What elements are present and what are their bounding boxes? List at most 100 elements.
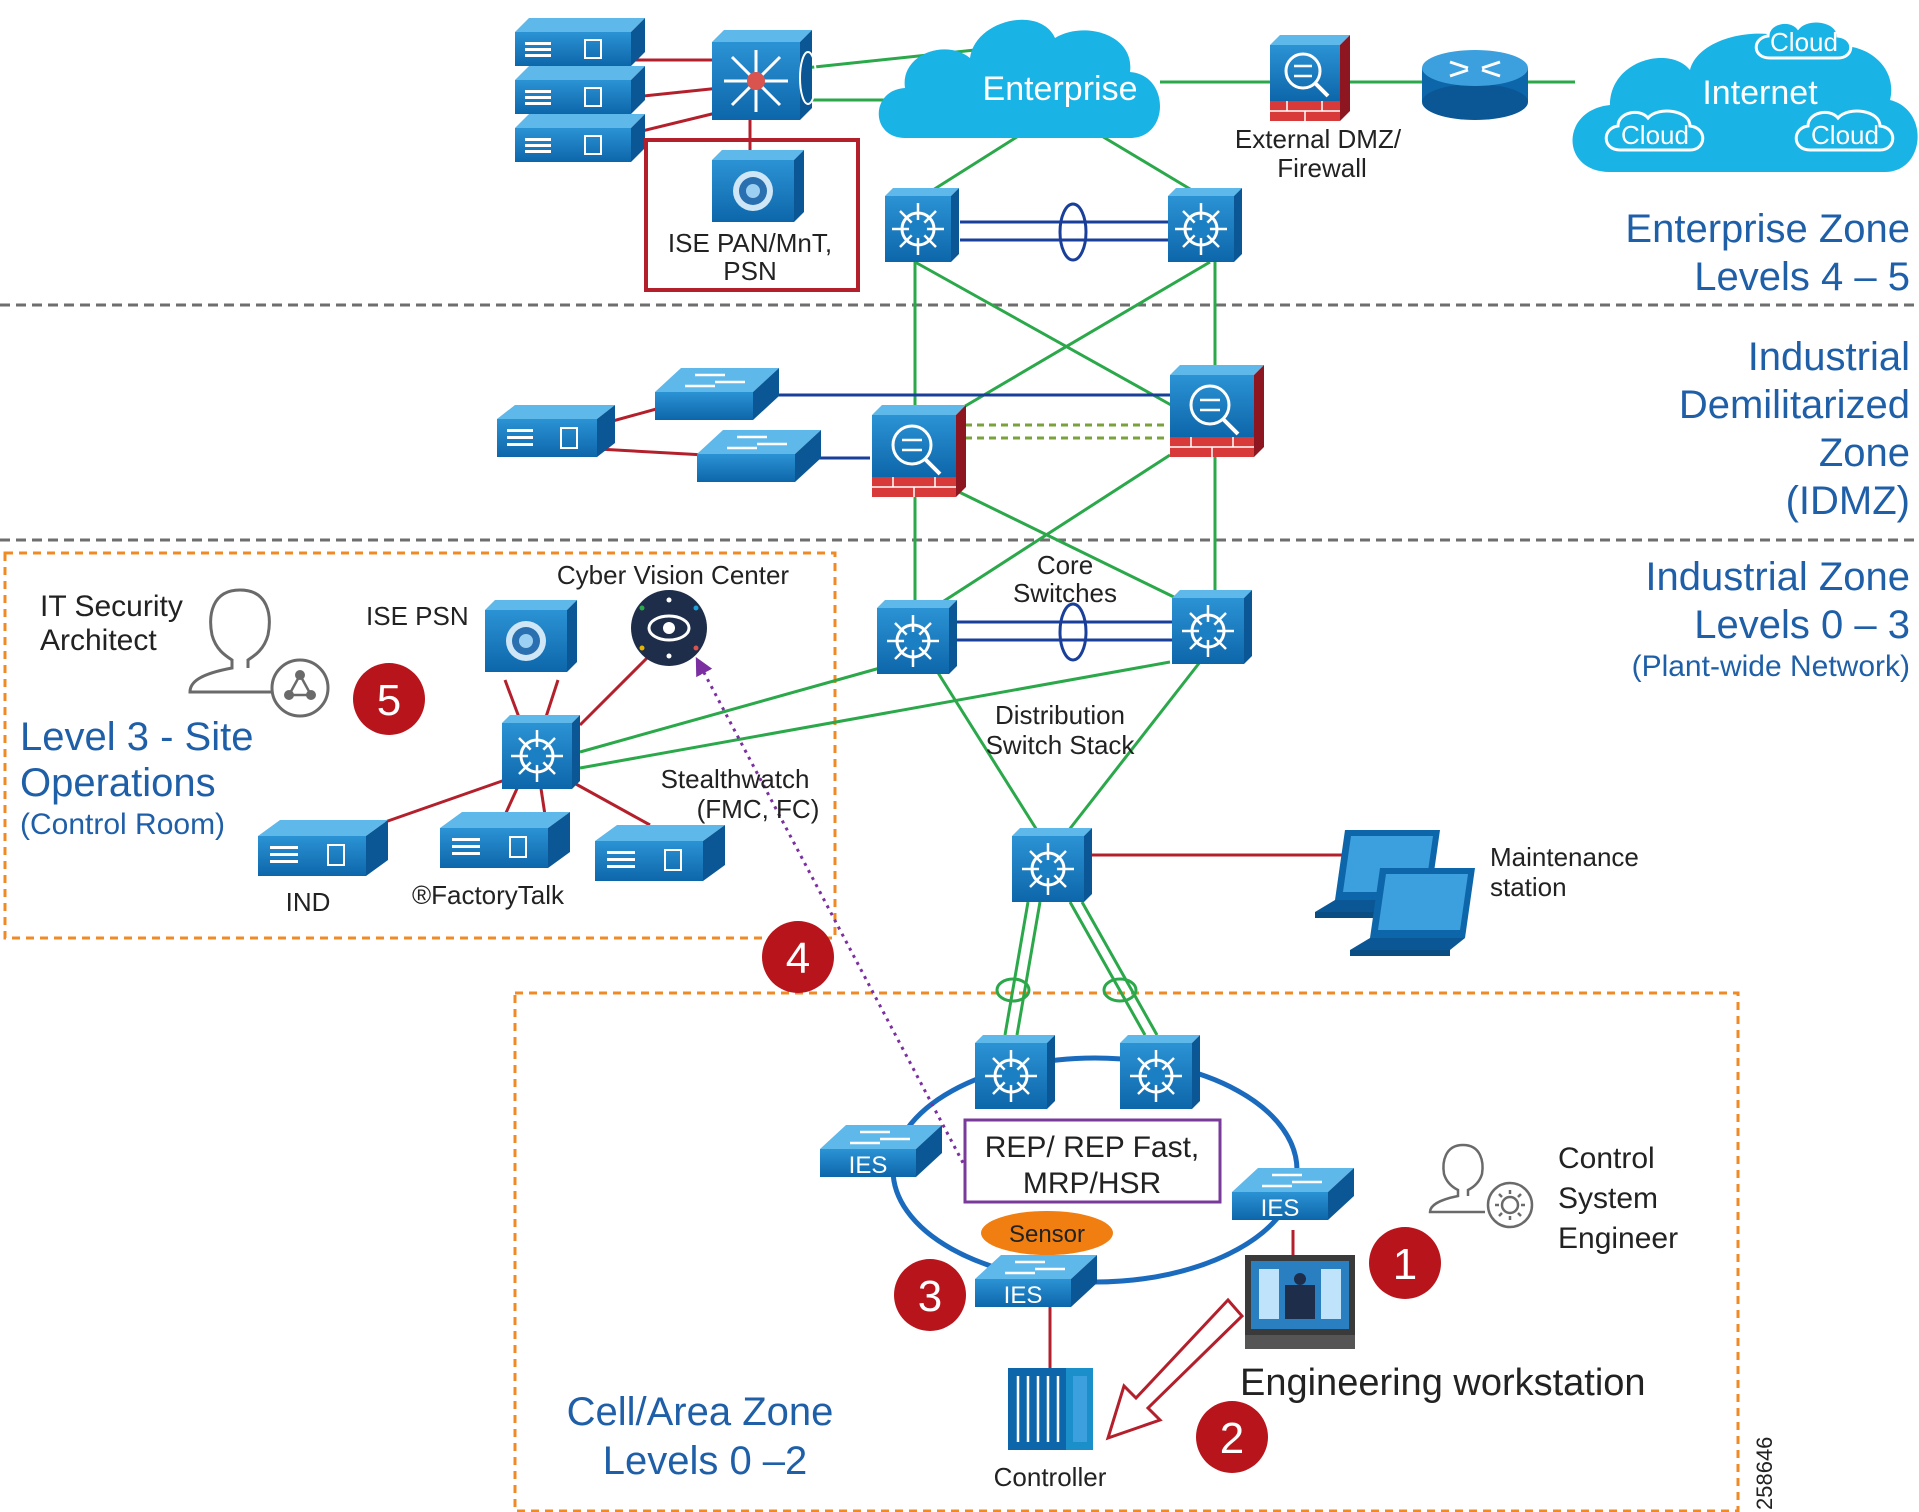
svg-text:Levels 0 –2: Levels 0 –2 bbox=[603, 1439, 808, 1483]
switch-icon bbox=[1168, 188, 1242, 262]
core-switches-label-2: Switches bbox=[1013, 578, 1117, 608]
cloud-icon: Cloud bbox=[1794, 109, 1895, 152]
svg-text:Enterprise Zone: Enterprise Zone bbox=[1625, 207, 1910, 251]
step-badge-5: 5 bbox=[353, 663, 425, 735]
switch-icon bbox=[885, 188, 959, 262]
idmz-server bbox=[497, 405, 615, 457]
internet-cloud-icon: Internet Cloud Cloud Cloud bbox=[1572, 19, 1918, 173]
svg-text:5: 5 bbox=[377, 676, 401, 725]
svg-text:Levels 4 – 5: Levels 4 – 5 bbox=[1694, 255, 1910, 299]
external-dmz-label-1: External DMZ/ bbox=[1235, 124, 1402, 154]
switch-icon bbox=[502, 715, 580, 789]
svg-text:IES: IES bbox=[1261, 1195, 1300, 1222]
svg-text:Cloud: Cloud bbox=[1770, 27, 1838, 57]
rep-label-2: MRP/HSR bbox=[1023, 1167, 1161, 1200]
svg-text:Cell/Area Zone: Cell/Area Zone bbox=[567, 1390, 834, 1434]
step-badge-4: 4 bbox=[762, 921, 834, 993]
step-badge-1: 1 bbox=[1369, 1227, 1441, 1299]
svg-text:IES: IES bbox=[1004, 1282, 1043, 1309]
step-badge-2: 2 bbox=[1196, 1401, 1268, 1473]
svg-text:Level 3 - Site: Level 3 - Site bbox=[20, 715, 253, 759]
it-security-label-2: Architect bbox=[40, 624, 157, 657]
enterprise-cloud-icon: Enterprise bbox=[878, 19, 1160, 139]
svg-text:Cloud: Cloud bbox=[1621, 120, 1689, 150]
external-dmz-label-2: Firewall bbox=[1277, 153, 1367, 183]
core-switch-icon bbox=[1172, 590, 1252, 664]
firewall-icon bbox=[872, 405, 966, 497]
download-arrow bbox=[1105, 1297, 1245, 1441]
svg-text:4: 4 bbox=[786, 934, 810, 983]
firewall-icon bbox=[1170, 365, 1264, 457]
control-engineer-label-3: Engineer bbox=[1558, 1222, 1678, 1255]
rep-protocol-box: REP/ REP Fast, MRP/HSR bbox=[963, 1118, 1222, 1204]
svg-text:Cloud: Cloud bbox=[1811, 120, 1879, 150]
stealthwatch-label-2: (FMC, FC) bbox=[697, 794, 820, 824]
svg-text:Levels 0 – 3: Levels 0 – 3 bbox=[1694, 603, 1910, 647]
cyber-vision-label: Cyber Vision Center bbox=[557, 560, 790, 590]
idmz-zone-label: Industrial Demilitarized Zone (IDMZ) bbox=[1679, 335, 1910, 523]
core-switch-icon bbox=[877, 600, 957, 674]
server-icon bbox=[595, 825, 725, 881]
controller-label: Controller bbox=[994, 1462, 1107, 1492]
user-icon bbox=[188, 588, 330, 718]
engineering-workstation-label: Engineering workstation bbox=[1240, 1362, 1646, 1404]
distribution-label-2: Switch Stack bbox=[986, 730, 1136, 760]
server-icon bbox=[515, 18, 645, 66]
server-icon bbox=[515, 114, 645, 162]
core-switches-label-1: Core bbox=[1037, 550, 1093, 580]
server-icon bbox=[258, 820, 388, 876]
enterprise-cloud-label: Enterprise bbox=[983, 70, 1138, 108]
ise-icon bbox=[485, 600, 577, 672]
ise-pan-label-2: PSN bbox=[723, 256, 776, 286]
ies-switch-right: IES bbox=[1232, 1168, 1354, 1222]
cell-switch-icon bbox=[975, 1035, 1055, 1109]
control-system-engineer: Control System Engineer bbox=[1428, 1142, 1678, 1255]
sensor-path bbox=[695, 657, 985, 1203]
internet-label: Internet bbox=[1702, 74, 1818, 112]
it-security-architect: IT Security Architect bbox=[40, 588, 330, 718]
stealthwatch-label-1: Stealthwatch bbox=[661, 764, 810, 794]
ise-pan-label-1: ISE PAN/MnT, bbox=[668, 228, 832, 258]
switch-icon bbox=[697, 430, 821, 482]
datacenter-switch-icon bbox=[712, 30, 817, 120]
svg-text:Demilitarized: Demilitarized bbox=[1679, 383, 1910, 427]
ise-icon bbox=[712, 150, 804, 222]
step-badge-3: 3 bbox=[894, 1259, 966, 1331]
ies-switch-left: IES bbox=[820, 1125, 942, 1179]
maintenance-label-2: station bbox=[1490, 872, 1567, 902]
router-icon bbox=[1422, 50, 1528, 120]
control-engineer-label-2: System bbox=[1558, 1182, 1658, 1215]
svg-text:(Plant-wide Network): (Plant-wide Network) bbox=[1632, 650, 1910, 683]
it-security-label-1: IT Security bbox=[40, 590, 183, 623]
user-icon bbox=[1428, 1143, 1534, 1229]
industrial-zone-label: Industrial Zone Levels 0 – 3 (Plant-wide… bbox=[1632, 555, 1910, 683]
figure-id: 258646 bbox=[1752, 1437, 1777, 1510]
eye-icon bbox=[631, 590, 707, 666]
cell-zone-label: Cell/Area Zone Levels 0 –2 bbox=[567, 1390, 834, 1483]
enterprise-zone-label: Enterprise Zone Levels 4 – 5 bbox=[1625, 207, 1910, 299]
ies-switch-bottom: IES bbox=[975, 1255, 1097, 1309]
svg-text:2: 2 bbox=[1220, 1414, 1244, 1463]
switch-icon bbox=[655, 368, 779, 420]
ind-label: IND bbox=[286, 887, 331, 917]
laptop-icon bbox=[1350, 868, 1475, 956]
sensor: Sensor bbox=[981, 1211, 1113, 1255]
cell-zone-border bbox=[513, 991, 1740, 1512]
svg-text:Operations: Operations bbox=[20, 761, 216, 805]
control-engineer-label-1: Control bbox=[1558, 1142, 1655, 1175]
level3-zone-label: Level 3 - Site Operations (Control Room) bbox=[20, 715, 253, 841]
svg-text:Zone: Zone bbox=[1819, 431, 1910, 475]
server-icon bbox=[440, 812, 570, 868]
enterprise-server-stack bbox=[515, 18, 645, 162]
sensor-label: Sensor bbox=[1009, 1221, 1085, 1248]
ise-psn-label: ISE PSN bbox=[366, 601, 469, 631]
cloud-icon: Cloud bbox=[1604, 109, 1705, 152]
svg-text:Industrial Zone: Industrial Zone bbox=[1645, 555, 1910, 599]
rep-label-1: REP/ REP Fast, bbox=[985, 1131, 1200, 1164]
workstation-icon bbox=[1245, 1255, 1355, 1349]
svg-text:1: 1 bbox=[1393, 1240, 1417, 1289]
svg-text:(IDMZ): (IDMZ) bbox=[1786, 479, 1910, 523]
svg-text:Industrial: Industrial bbox=[1748, 335, 1910, 379]
cell-switch-icon bbox=[1120, 1035, 1200, 1109]
